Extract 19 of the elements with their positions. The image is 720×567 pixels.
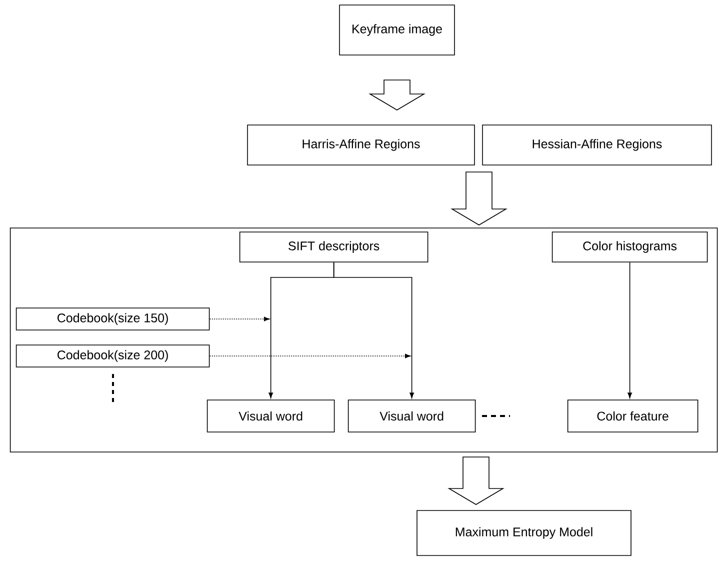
block-arrow <box>450 172 508 226</box>
dotted-arrow <box>209 354 411 358</box>
process-box: Codebook(size 200) <box>16 344 210 368</box>
process-box: Codebook(size 150) <box>16 308 210 330</box>
dotted-arrow <box>209 316 270 322</box>
block-arrow <box>448 456 504 505</box>
process-box: Visual word <box>348 400 476 432</box>
arrow <box>333 262 414 398</box>
process-box: Keyframe image <box>339 4 455 56</box>
process-box: Visual word <box>206 400 335 432</box>
process-box: Color histograms <box>552 232 708 262</box>
process-box: SIFT descriptors <box>239 232 428 262</box>
process-box: Harris-Affine Regions <box>247 124 475 166</box>
group-frame <box>10 228 718 452</box>
block-arrow <box>368 80 426 110</box>
arrow <box>628 262 632 398</box>
process-box: Hessian-Affine Regions <box>482 124 712 166</box>
process-box: Color feature <box>567 400 698 432</box>
process-box: Maximum Entropy Model <box>416 510 632 556</box>
